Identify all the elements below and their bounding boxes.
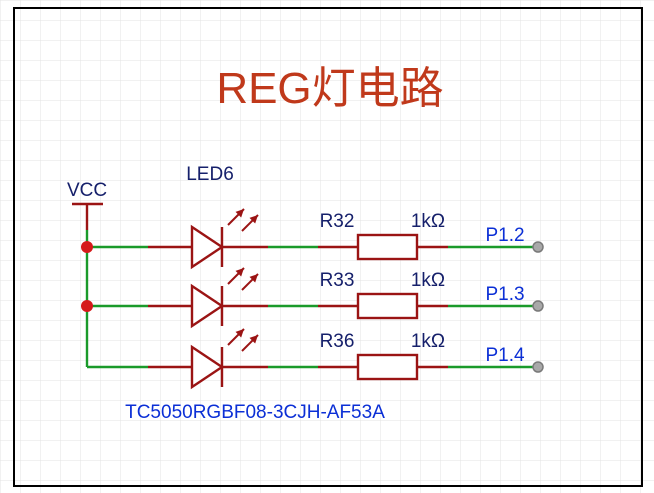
junction-dot <box>81 241 93 253</box>
led-designator: LED6 <box>186 164 234 185</box>
resistor-value: 1kΩ <box>411 211 445 232</box>
channel-row-1: R32 1kΩ P1.2 <box>87 208 544 270</box>
resistor-icon <box>356 292 419 320</box>
led-icon <box>190 224 225 270</box>
light-arrowhead-icon <box>249 215 258 224</box>
resistor-value: 1kΩ <box>411 331 445 352</box>
port-terminal <box>532 361 544 373</box>
sheet-border <box>13 7 643 487</box>
port-label: P1.2 <box>485 225 524 246</box>
resistor-value: 1kΩ <box>411 270 445 291</box>
resistor-designator: R32 <box>320 211 355 232</box>
light-arrowhead-icon <box>249 274 258 283</box>
port-label: P1.4 <box>485 345 525 366</box>
vcc-label: VCC <box>67 180 107 201</box>
resistor-designator: R33 <box>320 270 355 291</box>
port-terminal <box>532 241 544 253</box>
light-arrowhead-icon <box>249 335 258 344</box>
channel-row-3: R36 1kΩ P1.4 <box>87 328 544 390</box>
resistor-icon <box>356 353 419 381</box>
led-icon <box>190 344 225 390</box>
port-label: P1.3 <box>485 284 524 305</box>
light-arrowhead-icon <box>235 329 244 338</box>
led-icon <box>190 283 225 329</box>
junction-dot <box>81 300 93 312</box>
resistor-designator: R36 <box>320 331 355 352</box>
channel-row-2: R33 1kΩ P1.3 <box>87 267 544 329</box>
light-arrowhead-icon <box>235 209 244 218</box>
diagram-title: REG灯电路 <box>216 64 443 113</box>
led-part-number: TC5050RGBF08-3CJH-AF53A <box>125 402 385 423</box>
light-arrowhead-icon <box>235 268 244 277</box>
resistor-icon <box>356 233 419 261</box>
port-terminal <box>532 300 544 312</box>
